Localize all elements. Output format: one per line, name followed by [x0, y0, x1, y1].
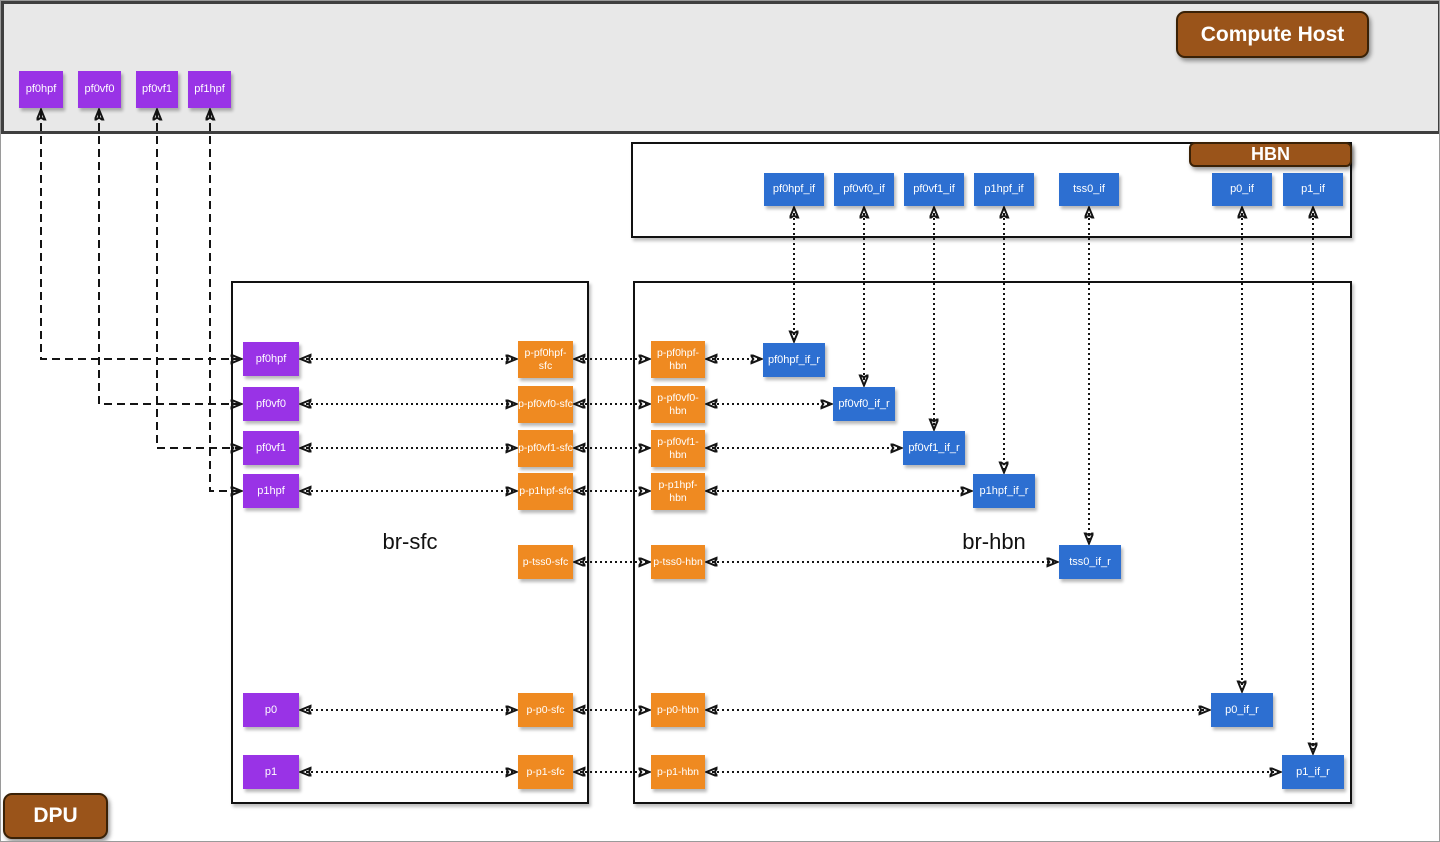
- sfc-port-p1hpf: p1hpf: [243, 474, 299, 508]
- sfc-patch-tss0: p-tss0-sfc: [518, 545, 573, 579]
- sfc-port-p1: p1: [243, 755, 299, 789]
- sfc-port-pf0vf0: pf0vf0: [243, 387, 299, 421]
- host-port-pf0vf1: pf0vf1: [136, 71, 178, 108]
- hbn-rep-p0_if_r: p0_if_r: [1211, 693, 1273, 727]
- sfc-patch-pf0vf1: p-pf0vf1-sfc: [518, 430, 573, 467]
- sfc-port-pf0vf1: pf0vf1: [243, 431, 299, 465]
- hbn-rep-pf0vf1_if_r: pf0vf1_if_r: [903, 431, 965, 465]
- hbn-if-tss0_if: tss0_if: [1059, 173, 1119, 206]
- hbn-patch-pf0vf0: p-pf0vf0-hbn: [651, 386, 705, 423]
- br-hbn-label: br-hbn: [962, 529, 1026, 554]
- hbn-rep-pf0vf0_if_r: pf0vf0_if_r: [833, 387, 895, 421]
- compute-host-badge: Compute Host: [1176, 11, 1369, 58]
- hbn-patch-p0: p-p0-hbn: [651, 693, 705, 727]
- sfc-patch-p0: p-p0-sfc: [518, 693, 573, 727]
- hbn-badge: HBN: [1189, 142, 1352, 167]
- host-port-pf0vf0: pf0vf0: [78, 71, 121, 108]
- hbn-rep-p1_if_r: p1_if_r: [1282, 755, 1344, 789]
- host-port-pf0hpf: pf0hpf: [19, 71, 63, 108]
- hbn-if-pf0hpf_if: pf0hpf_if: [764, 173, 824, 206]
- hbn-rep-pf0hpf_if_r: pf0hpf_if_r: [763, 343, 825, 377]
- sfc-patch-p1hpf: p-p1hpf-sfc: [518, 473, 573, 510]
- br-sfc-label: br-sfc: [382, 529, 438, 554]
- hbn-rep-p1hpf_if_r: p1hpf_if_r: [973, 474, 1035, 508]
- sfc-patch-pf0hpf: p-pf0hpf-sfc: [518, 341, 573, 378]
- hbn-patch-p1: p-p1-hbn: [651, 755, 705, 789]
- hbn-patch-pf0hpf: p-pf0hpf-hbn: [651, 341, 705, 378]
- hbn-patch-p1hpf: p-p1hpf-hbn: [651, 473, 705, 510]
- hbn-if-p1hpf_if: p1hpf_if: [974, 173, 1034, 206]
- hbn-if-pf0vf1_if: pf0vf1_if: [904, 173, 964, 206]
- sfc-port-p0: p0: [243, 693, 299, 727]
- sfc-port-pf0hpf: pf0hpf: [243, 342, 299, 376]
- hbn-patch-pf0vf1: p-pf0vf1-hbn: [651, 430, 705, 467]
- hbn-rep-tss0_if_r: tss0_if_r: [1059, 545, 1121, 579]
- dpu-badge: DPU: [3, 793, 108, 839]
- hbn-if-p1_if: p1_if: [1283, 173, 1343, 206]
- hbn-patch-tss0: p-tss0-hbn: [651, 545, 705, 579]
- host-port-pf1hpf: pf1hpf: [188, 71, 231, 108]
- hbn-if-p0_if: p0_if: [1212, 173, 1272, 206]
- sfc-patch-pf0vf0: p-pf0vf0-sfc: [518, 386, 573, 423]
- sfc-patch-p1: p-p1-sfc: [518, 755, 573, 789]
- hbn-if-pf0vf0_if: pf0vf0_if: [834, 173, 894, 206]
